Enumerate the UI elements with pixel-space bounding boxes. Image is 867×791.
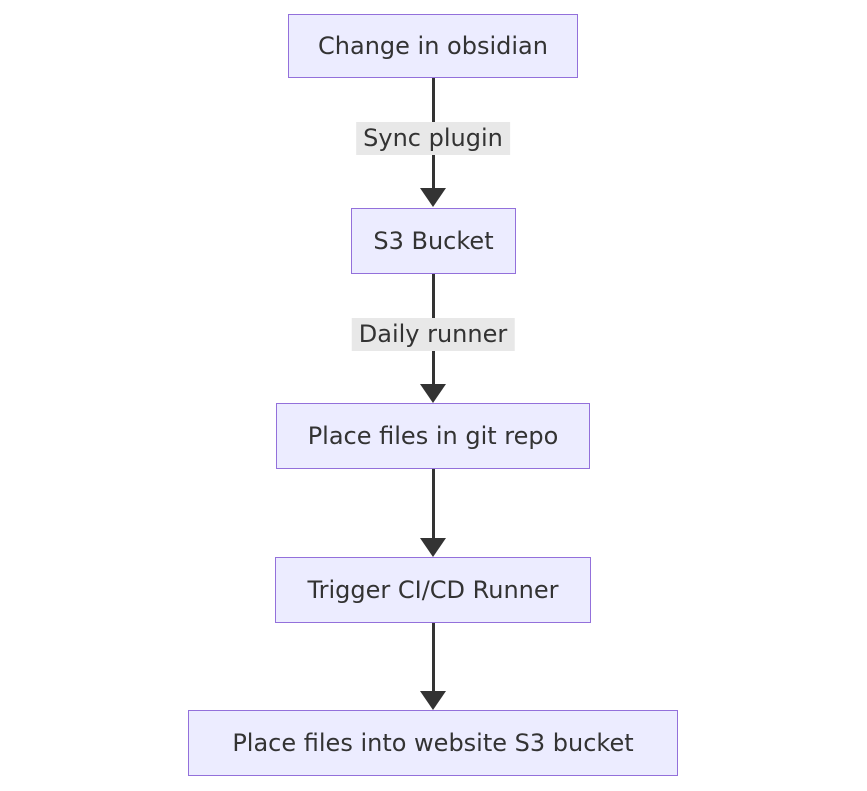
edge-line-4: [431, 623, 435, 693]
arrowhead-down-icon: [420, 691, 446, 710]
node-s3-bucket: S3 Bucket: [351, 208, 516, 274]
node-trigger-ci-cd-runner: Trigger CI/CD Runner: [275, 557, 591, 623]
node-place-files-in-git-repo: Place files in git repo: [276, 403, 590, 469]
arrowhead-down-icon: [420, 538, 446, 557]
node-change-in-obsidian: Change in obsidian: [288, 14, 578, 78]
edge-line-3: [431, 469, 435, 540]
node-place-files-into-website-s3-bucket: Place files into website S3 bucket: [188, 710, 678, 776]
edge-label-daily-runner: Daily runner: [351, 318, 515, 351]
edge-label-sync-plugin: Sync plugin: [356, 122, 510, 155]
arrowhead-down-icon: [420, 188, 446, 207]
arrowhead-down-icon: [420, 384, 446, 403]
